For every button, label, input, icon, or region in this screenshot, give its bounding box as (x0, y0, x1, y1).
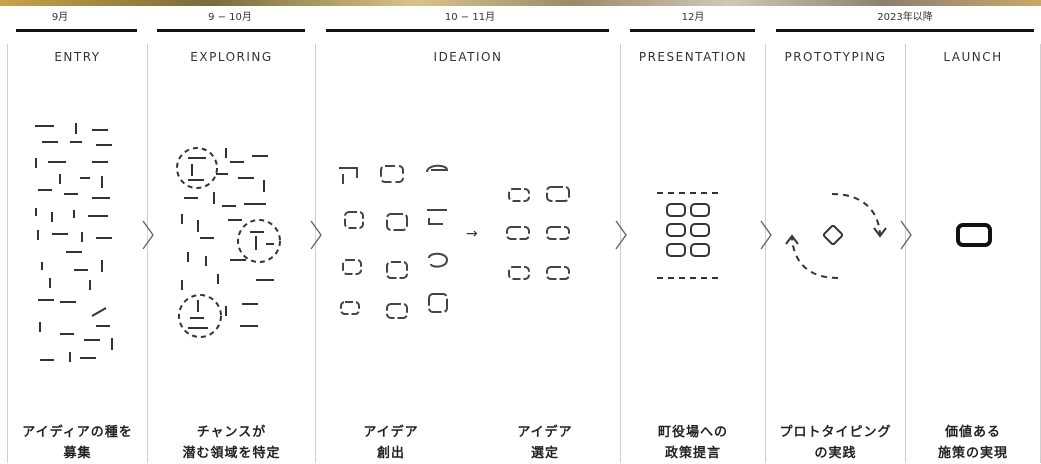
column-divider (7, 44, 8, 463)
launch-result-illustration (956, 223, 992, 247)
column-divider (147, 44, 148, 463)
period-label-sep: 9月 (51, 12, 69, 23)
caption-ideation-create: アイデア創出 (363, 425, 419, 461)
caption-presentation: 町役場への政策提言 (657, 425, 728, 461)
caption-prototyping: プロトタイピングの実践 (779, 425, 892, 461)
caption-ideation-select: アイデア選定 (517, 425, 573, 461)
ideation-select-illustration (506, 186, 570, 280)
focus-circle (176, 147, 218, 189)
period-label-oct-nov: 10 − 11月 (444, 12, 496, 23)
entry-scattered-ideas-illustration (35, 123, 113, 362)
focus-circle (237, 219, 281, 263)
exploring-focus-areas-illustration (176, 147, 281, 338)
chevron-right-icon (900, 220, 912, 250)
period-bar-2023 (776, 29, 1034, 32)
phase-presentation: PRESENTATION (638, 50, 748, 64)
column-divider (315, 44, 316, 463)
period-bar-sep-oct (157, 29, 305, 32)
phase-prototyping: PROTOTYPING (784, 50, 887, 64)
period-bar-oct-nov (326, 29, 609, 32)
prototyping-cycle-illustration (785, 193, 887, 279)
caption-launch: 価値ある施策の実現 (937, 425, 1008, 461)
column-divider (620, 44, 621, 463)
column-divider (765, 44, 766, 463)
chevron-right-icon (615, 220, 627, 250)
phase-launch: LAUNCH (943, 50, 1003, 64)
caption-exploring: チャンスが潜む領域を特定 (182, 425, 281, 461)
period-label-sep-oct: 9 − 10月 (208, 12, 252, 23)
caption-entry: アイディアの種を募集 (22, 425, 133, 461)
period-bar-dec (630, 29, 755, 32)
phase-exploring: EXPLORING (190, 50, 273, 64)
chevron-right-icon (142, 220, 154, 250)
chevron-right-icon (760, 220, 772, 250)
header-photo-strip (0, 0, 1041, 6)
ideation-create-illustration (339, 164, 449, 319)
period-label-2023: 2023年以降 (877, 12, 933, 23)
phase-ideation: IDEATION (433, 50, 503, 64)
phase-entry: ENTRY (54, 50, 101, 64)
chevron-right-icon (310, 220, 322, 250)
focus-circle (178, 294, 222, 338)
column-divider (905, 44, 906, 463)
arrow-right-icon: → (466, 226, 478, 242)
period-label-dec: 12月 (681, 12, 705, 23)
presentation-proposal-illustration (657, 192, 721, 279)
period-bar-sep (16, 29, 137, 32)
